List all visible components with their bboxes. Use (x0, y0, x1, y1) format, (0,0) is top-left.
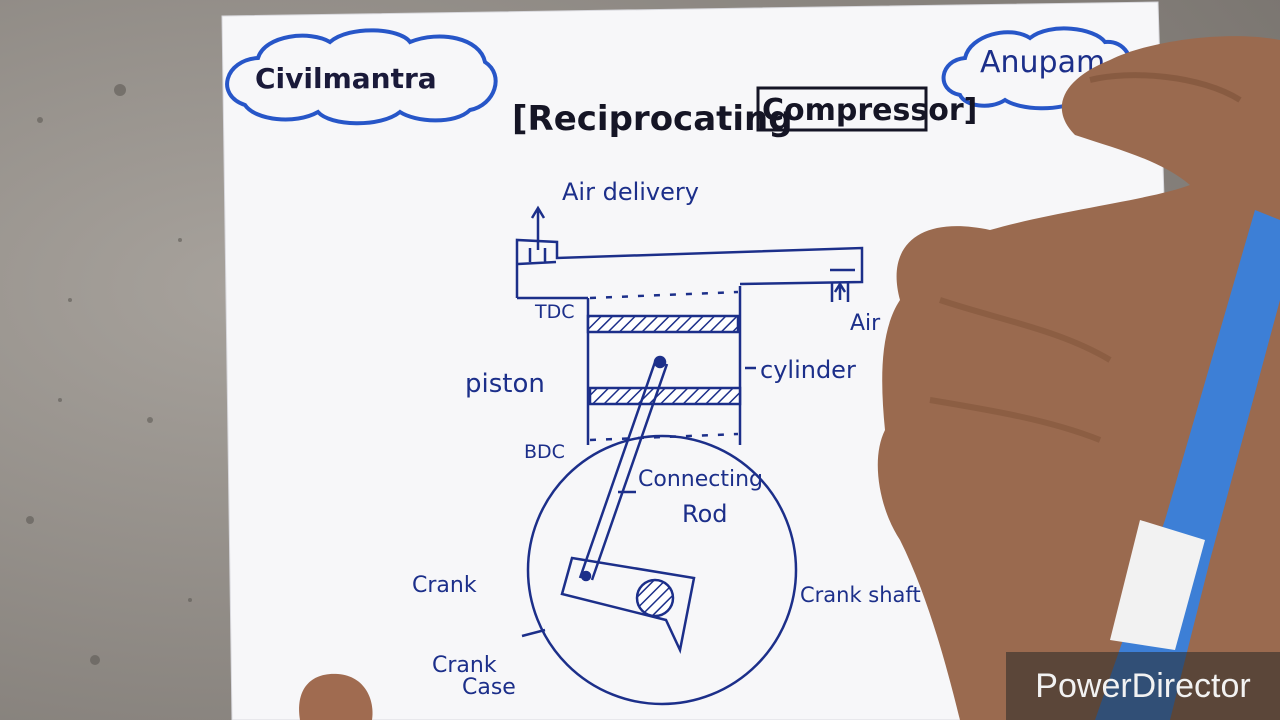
floor-speckles (26, 84, 192, 665)
label-air-inlet: Air (850, 311, 881, 336)
cylinder-head (515, 238, 864, 298)
hand-with-pen (877, 36, 1280, 720)
crank-shaft (635, 578, 675, 618)
crank-pin (580, 570, 592, 582)
inlet-valve (830, 268, 855, 302)
title-part1: [Reciprocating (512, 99, 793, 139)
label-crank-shaft: Crank shaft (800, 583, 921, 607)
delivery-valve (517, 248, 557, 266)
thumb (299, 673, 373, 720)
label-crank-case-2: Case (462, 675, 516, 700)
crank-case (526, 434, 798, 706)
label-connecting-rod-2: Rod (682, 500, 728, 528)
piston-bottom-position (588, 386, 742, 406)
page-title: [Reciprocating Compressor] (512, 86, 977, 139)
label-piston: piston (465, 369, 545, 399)
label-crank: Crank (412, 573, 477, 598)
title-box (756, 86, 928, 132)
watermark: PowerDirector (1006, 652, 1280, 720)
diagram-labels: Air delivery Air TDC BDC piston cylinder… (412, 178, 921, 700)
piston-top-position (586, 314, 740, 334)
gudgeon-pin (653, 355, 667, 369)
connecting-rod (578, 361, 669, 581)
brand-left-cloud: Civilmantra (225, 28, 498, 126)
label-crank-case-1: Crank (432, 653, 497, 678)
label-cylinder: cylinder (760, 356, 856, 384)
delivery-arrow (530, 205, 546, 250)
title-part2: Compressor] (762, 93, 977, 128)
label-connecting-rod-1: Connecting (638, 467, 763, 492)
label-bdc: BDC (524, 441, 565, 463)
crank-arm (560, 556, 696, 655)
label-tdc: TDC (534, 301, 575, 323)
compressor-diagram (515, 205, 864, 706)
label-air-delivery: Air delivery (562, 178, 699, 206)
brand-left-text: Civilmantra (255, 62, 437, 95)
